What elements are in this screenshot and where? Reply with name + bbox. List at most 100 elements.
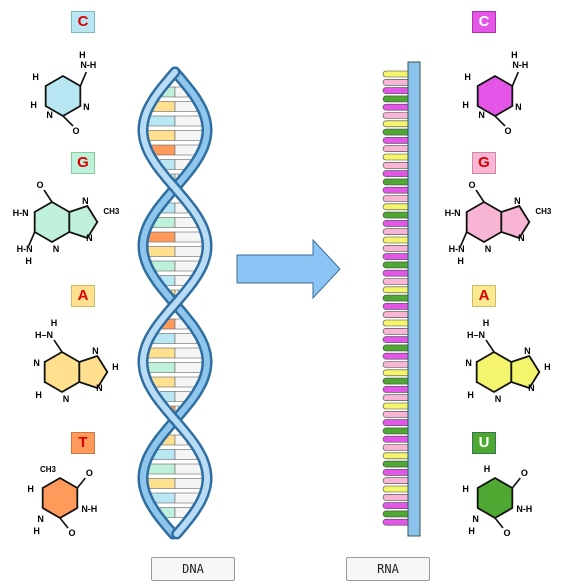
dna-double-helix bbox=[137, 66, 213, 540]
rna-cytosine-h2: H bbox=[462, 100, 469, 110]
base-pair-rung bbox=[174, 463, 203, 475]
rna-guanine-n7: N bbox=[514, 196, 521, 206]
rna-guanine-bond bbox=[475, 189, 485, 203]
rna-single-strand bbox=[382, 61, 421, 537]
dna-adenine-n3: N bbox=[63, 394, 70, 404]
rna-uracil-h1: H bbox=[468, 526, 475, 536]
rna-adenine-amine: H–N bbox=[467, 330, 485, 340]
base-pair-rung bbox=[147, 478, 176, 489]
base-pair-rung bbox=[147, 246, 176, 257]
dna-thymine-h1: H bbox=[33, 526, 40, 536]
dna-base-badge-g: G bbox=[71, 152, 95, 174]
rna-label-button[interactable]: RNA bbox=[346, 557, 430, 581]
rna-adenine-n9: N bbox=[528, 383, 535, 393]
rna-uracil-bond bbox=[511, 477, 521, 489]
dna-guanine-amine: H-N bbox=[17, 244, 33, 254]
rna-adenine-ring5 bbox=[510, 354, 541, 390]
base-pair-rung bbox=[174, 231, 203, 243]
rna-uracil-bond bbox=[494, 517, 504, 529]
rna-guanine-n3: N bbox=[485, 244, 492, 254]
dna-cytosine-amine-h: H bbox=[79, 50, 86, 60]
base-pair-rung bbox=[174, 362, 203, 373]
dna-guanine-ch3: CH3 bbox=[103, 207, 120, 216]
rna-adenine-n7: N bbox=[524, 346, 531, 356]
dna-guanine-ring5 bbox=[68, 204, 99, 240]
rna-uracil-n3h: N-H bbox=[516, 504, 532, 514]
dna-thymine-bond bbox=[76, 477, 86, 489]
dna-adenine-ring6 bbox=[43, 350, 81, 394]
dna-cytosine-bond bbox=[79, 71, 88, 87]
rna-base-badge-a: A bbox=[472, 285, 496, 307]
dna-thymine-ch3: CH3 bbox=[40, 465, 57, 474]
dna-adenine-amine-h: H bbox=[51, 318, 58, 328]
dna-guanine-n1h: H-N bbox=[13, 208, 29, 218]
base-pair-rung bbox=[147, 115, 176, 127]
dna-guanine-n3: N bbox=[53, 244, 60, 254]
dna-thymine-n3h: N-H bbox=[81, 504, 97, 514]
rna-base-badge-u: U bbox=[472, 432, 496, 454]
base-pair-rung bbox=[174, 347, 203, 359]
dna-guanine-ring6 bbox=[33, 200, 71, 244]
rna-cytosine-n1: N bbox=[478, 110, 485, 120]
rna-uracil-n1: N bbox=[472, 514, 479, 524]
rna-uracil-h6: H bbox=[462, 484, 469, 494]
dna-cytosine-bond bbox=[62, 115, 74, 127]
dna-thymine-ring bbox=[41, 476, 79, 520]
rna-cytosine-o: O bbox=[504, 126, 511, 136]
rna-cytosine-bond bbox=[494, 115, 506, 127]
base-pair-rung bbox=[174, 115, 203, 127]
rna-cytosine-amine-h: H bbox=[511, 50, 518, 60]
dna-cytosine-h1: H bbox=[32, 72, 39, 82]
right-arrow-icon bbox=[236, 238, 341, 300]
rna-adenine-ring6 bbox=[475, 350, 513, 394]
rna-uracil-ring bbox=[476, 476, 514, 520]
dna-adenine-amine: H–N bbox=[35, 330, 53, 340]
base-pair-rung bbox=[147, 130, 176, 141]
rna-guanine-o: O bbox=[468, 180, 475, 190]
dna-thymine-n1: N bbox=[37, 514, 44, 524]
base-pair-rung bbox=[147, 347, 176, 359]
dna-label-button[interactable]: DNA bbox=[151, 557, 235, 581]
dna-cytosine-o: O bbox=[72, 126, 79, 136]
dna-adenine-n9: N bbox=[96, 383, 103, 393]
dna-adenine-n1: N bbox=[33, 358, 40, 368]
base-pair-rung bbox=[147, 463, 176, 475]
rna-guanine-ch3: CH3 bbox=[535, 207, 552, 216]
dna-thymine-o2: O bbox=[68, 528, 75, 538]
dna-thymine-h6: H bbox=[27, 484, 34, 494]
dna-base-badge-t: T bbox=[71, 432, 95, 454]
rna-guanine-n1h: H-N bbox=[445, 208, 461, 218]
dna-guanine-bond bbox=[43, 189, 53, 203]
rna-guanine-amine: H-N bbox=[449, 244, 465, 254]
base-pair-rung bbox=[174, 478, 203, 489]
rna-guanine-n9: N bbox=[518, 233, 525, 243]
dna-cytosine-n3: N bbox=[83, 102, 90, 112]
rna-base-badge-g: G bbox=[472, 152, 496, 174]
dna-cytosine-h2: H bbox=[30, 100, 37, 110]
rna-uracil-o2: O bbox=[503, 528, 510, 538]
rna-backbone bbox=[407, 61, 421, 537]
dna-cytosine-amine: N-H bbox=[80, 60, 96, 70]
dna-adenine-n7: N bbox=[92, 346, 99, 356]
dna-guanine-bond bbox=[27, 231, 36, 247]
rna-adenine-bond bbox=[485, 339, 495, 353]
rna-guanine-bond bbox=[459, 231, 468, 247]
dna-adenine-ring5 bbox=[78, 354, 109, 390]
rna-base-badge-c: C bbox=[472, 11, 496, 33]
rna-cytosine-h1: H bbox=[464, 72, 471, 82]
dna-base-badge-a: A bbox=[71, 285, 95, 307]
dna-cytosine-n1: N bbox=[46, 110, 53, 120]
dna-strand-b-highlight bbox=[140, 69, 211, 537]
rna-adenine-h8: H bbox=[544, 362, 551, 372]
rna-adenine-amine-h: H bbox=[483, 318, 490, 328]
base-pair-rung bbox=[174, 130, 203, 141]
dna-thymine-bond bbox=[59, 517, 69, 529]
rna-adenine-n3: N bbox=[495, 394, 502, 404]
dna-guanine-amine-h: H bbox=[25, 256, 32, 266]
dna-base-badge-c: C bbox=[71, 11, 95, 33]
dna-adenine-h2: H bbox=[35, 390, 42, 400]
rna-cytosine-amine: N-H bbox=[512, 60, 528, 70]
dna-guanine-n9: N bbox=[86, 233, 93, 243]
dna-adenine-bond bbox=[53, 339, 63, 353]
